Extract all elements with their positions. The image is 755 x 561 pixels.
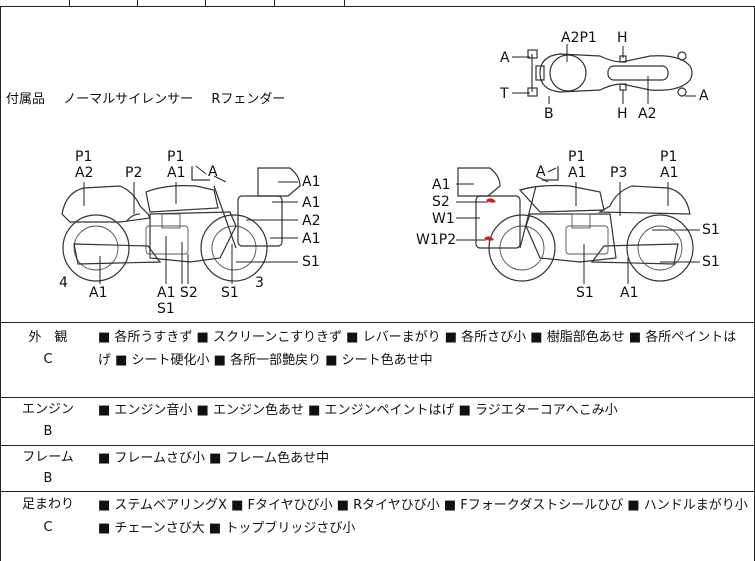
- code-label: T: [500, 86, 509, 102]
- row-grade: B: [43, 471, 53, 486]
- header-divider: [69, 0, 70, 6]
- frame-left-line: [0, 6, 1, 561]
- code-label: A2: [302, 213, 321, 229]
- code-label: A1: [302, 174, 321, 190]
- row-details: ■ フレームさび小 ■ フレーム色あせ中: [98, 451, 330, 466]
- code-label: A: [699, 88, 709, 104]
- left-side-drawing: [61, 166, 301, 282]
- row-details: ■ エンジン音小 ■ エンジン色あせ ■ エンジンペイントはげ ■ ラジエターコ…: [98, 403, 618, 418]
- code-label: S1: [157, 301, 175, 317]
- code-label: A1: [660, 165, 679, 181]
- code-label: A1: [432, 177, 451, 193]
- diagram-bottom-line: [0, 322, 755, 323]
- motorcycle-diagram: [61, 44, 700, 284]
- code-label: A1 S2: [157, 285, 198, 301]
- code-label: P3: [610, 165, 628, 181]
- header-divider: [274, 0, 275, 6]
- code-label: S2: [432, 194, 450, 210]
- code-label: H: [617, 106, 628, 122]
- row-divider: [0, 397, 755, 398]
- code-label: P1: [568, 149, 586, 165]
- code-label: S1: [702, 254, 720, 270]
- code-label: P1: [167, 149, 185, 165]
- code-label: W1P2: [416, 232, 457, 248]
- accessories-line: 付属品 ノーマルサイレンサー Rフェンダー: [6, 88, 299, 107]
- code-label: A1: [167, 165, 186, 181]
- code-label: P1: [660, 149, 678, 165]
- header-divider: [205, 0, 206, 6]
- code-label: P1: [75, 149, 93, 165]
- code-label: 4: [59, 275, 68, 291]
- code-label: S1: [576, 285, 594, 301]
- code-label: A1: [620, 285, 639, 301]
- row-grade: C: [43, 520, 53, 535]
- code-label: 3: [255, 275, 264, 291]
- code-label: A: [500, 50, 510, 66]
- accessory-item: ノーマルサイレンサー: [63, 92, 194, 107]
- code-label: A1: [89, 285, 108, 301]
- row-title: フレーム: [22, 450, 74, 465]
- code-label: A: [536, 164, 546, 180]
- code-label: A2: [75, 165, 94, 181]
- top-view-drawing: [527, 49, 693, 97]
- row-details: ■ ステムベアリングX ■ Fタイヤひび小 ■ Rタイヤひび小 ■ Fフォークダ…: [98, 498, 748, 536]
- row-grade: B: [43, 424, 53, 439]
- accessories-label: 付属品: [6, 92, 46, 107]
- frame-top-line: [0, 6, 755, 7]
- row-title: 足まわり: [21, 497, 74, 512]
- code-label: S1: [702, 222, 720, 238]
- right-side-drawing: [457, 166, 694, 282]
- code-label: S1: [221, 285, 239, 301]
- code-label: A: [208, 164, 218, 180]
- row-divider: [0, 491, 755, 492]
- header-divider: [344, 0, 345, 6]
- accessory-item: Rフェンダー: [211, 92, 286, 107]
- code-label: W1: [432, 211, 455, 227]
- code-label: P2: [125, 165, 143, 181]
- code-label: A1: [302, 231, 321, 247]
- row-title: エンジン: [21, 402, 74, 417]
- code-label: S1: [302, 254, 320, 270]
- code-label: H: [617, 30, 628, 46]
- row-grade: C: [43, 352, 53, 367]
- code-label: A1: [568, 165, 587, 181]
- code-label: A2: [638, 106, 657, 122]
- row-divider: [0, 445, 755, 446]
- code-label: B: [544, 106, 554, 122]
- header-divider: [137, 0, 138, 6]
- row-details: ■ 各所うすきず ■ スクリーンこすりきず ■ レバーまがり ■ 各所さび小 ■…: [98, 330, 737, 368]
- row-title: 外 観: [28, 330, 68, 345]
- code-label: A1: [302, 195, 321, 211]
- code-label: A2P1: [561, 30, 597, 46]
